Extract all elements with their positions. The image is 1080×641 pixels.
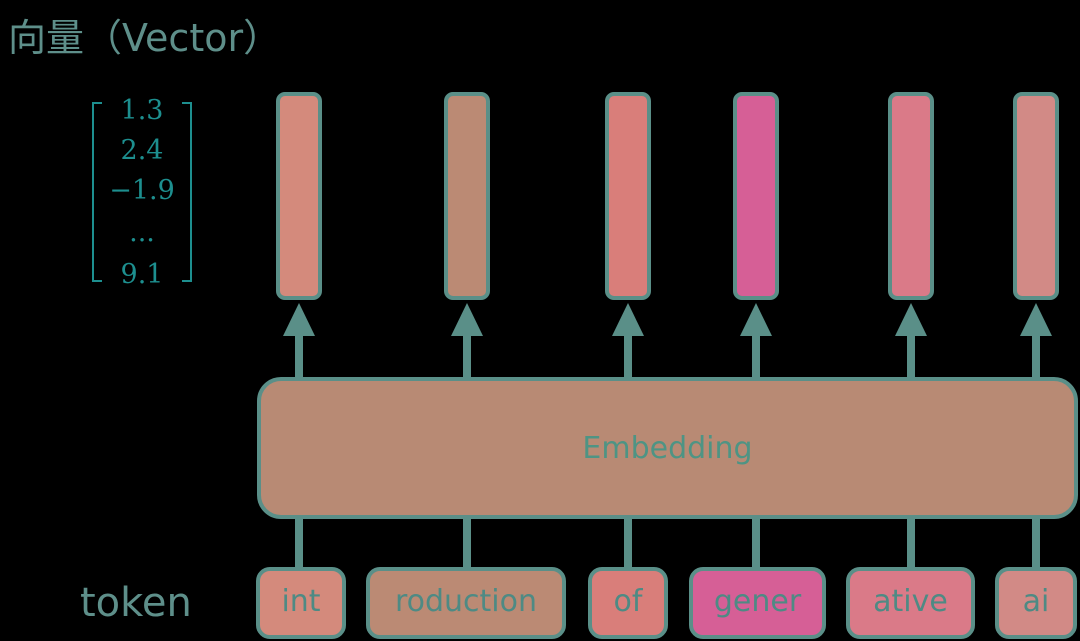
vector-bar-roduction <box>444 92 490 300</box>
arrow-stem <box>463 334 471 380</box>
token-roduction: roduction <box>366 567 566 639</box>
connector-line <box>463 515 471 570</box>
embedding-block: Embedding <box>257 377 1078 519</box>
arrow-up-icon <box>1020 303 1052 336</box>
connector-line <box>907 515 915 570</box>
token-of: of <box>588 567 668 639</box>
arrow-up-icon <box>612 303 644 336</box>
connector-line <box>1032 515 1040 570</box>
vector-bar-gener <box>733 92 779 300</box>
matrix-ellipsis: ... <box>129 217 155 248</box>
page-title: 向量（Vector） <box>8 16 282 60</box>
token-ai: ai <box>995 567 1077 639</box>
connector-line <box>752 515 760 570</box>
arrow-stem <box>295 334 303 380</box>
matrix-value: −1.9 <box>109 175 175 206</box>
arrow-stem <box>752 334 760 380</box>
token-gener: gener <box>689 567 826 639</box>
vector-bar-ative <box>888 92 934 300</box>
token-row-label: token <box>80 580 192 626</box>
matrix-left-bracket <box>92 102 102 282</box>
token-int: int <box>256 567 346 639</box>
vector-matrix: 1.3 2.4 −1.9 ... 9.1 <box>92 95 192 290</box>
arrow-stem <box>1032 334 1040 380</box>
matrix-value: 1.3 <box>120 95 164 126</box>
arrow-stem <box>624 334 632 380</box>
matrix-value: 2.4 <box>120 135 164 166</box>
vector-bar-int <box>276 92 322 300</box>
vector-bar-of <box>605 92 651 300</box>
arrow-stem <box>907 334 915 380</box>
arrow-up-icon <box>451 303 483 336</box>
matrix-right-bracket <box>182 102 192 282</box>
vector-bar-ai <box>1013 92 1059 300</box>
arrow-up-icon <box>283 303 315 336</box>
arrow-up-icon <box>740 303 772 336</box>
arrow-up-icon <box>895 303 927 336</box>
token-ative: ative <box>846 567 975 639</box>
connector-line <box>295 515 303 570</box>
connector-line <box>624 515 632 570</box>
embedding-label: Embedding <box>582 431 753 466</box>
matrix-value: 9.1 <box>120 259 164 290</box>
